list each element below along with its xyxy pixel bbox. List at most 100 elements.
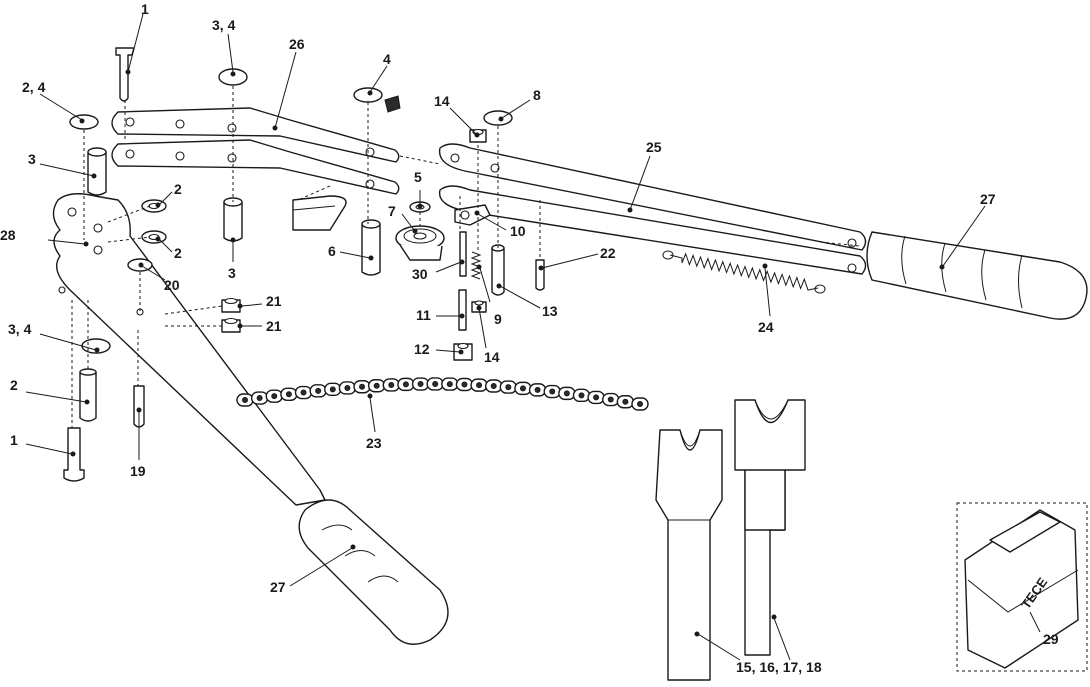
callout-13: 13 <box>542 303 558 319</box>
callout-1-top: 1 <box>141 1 149 17</box>
washer-2-b <box>141 230 167 244</box>
chain-roller <box>461 381 468 388</box>
spacer-21-bottom <box>221 317 241 333</box>
pin-19 <box>133 385 145 428</box>
grip-right-27 <box>866 231 1088 320</box>
callout-2-b: 2 <box>174 245 182 261</box>
set-screw <box>384 95 401 113</box>
callouts: 1 3, 4 26 4 2, 4 3 2 2 28 3 20 21 21 3, … <box>0 1 1059 675</box>
spring-coil <box>669 252 819 291</box>
pin-13 <box>491 244 505 296</box>
pin-1-top <box>115 47 135 102</box>
callout-29: 29 <box>1043 631 1059 647</box>
chain-roller <box>344 384 351 391</box>
callout-5: 5 <box>414 169 422 185</box>
washer-8 <box>483 110 513 126</box>
lower-handle-28 <box>52 193 326 506</box>
callout-30: 30 <box>412 266 428 282</box>
chain-roller <box>622 398 629 405</box>
callout-15-18: 15, 16, 17, 18 <box>736 659 822 675</box>
insert-right-15-18 <box>734 399 806 656</box>
spring-hook <box>814 284 826 294</box>
upper-handle-25 <box>438 143 867 275</box>
callout-22: 22 <box>600 245 616 261</box>
callout-9: 9 <box>494 311 502 327</box>
chain-roller <box>242 397 248 403</box>
pin-30 <box>459 231 467 277</box>
callout-24: 24 <box>758 319 774 335</box>
pawl-10 <box>454 204 491 226</box>
callout-14-top: 14 <box>434 93 450 109</box>
spacer-21-top <box>221 297 241 313</box>
chain-roller <box>490 382 497 389</box>
roller-chain-23 <box>236 377 649 411</box>
chain-roller <box>446 381 453 388</box>
chain-roller <box>315 387 322 394</box>
callout-21-top: 21 <box>266 293 282 309</box>
upper-plate-26 <box>111 107 400 195</box>
insert-left-15-18 <box>655 429 723 681</box>
callout-28: 28 <box>0 227 16 243</box>
callout-10: 10 <box>510 223 526 239</box>
chain-roller <box>578 392 585 399</box>
chain-roller <box>402 381 409 388</box>
chain-roller <box>637 401 643 407</box>
chain-roller <box>432 380 439 387</box>
chain-roller <box>563 390 570 397</box>
chain-roller <box>593 394 600 401</box>
callout-14-bottom: 14 <box>484 349 500 365</box>
chain-roller <box>607 396 614 403</box>
grip-lower-27 <box>298 499 449 645</box>
chain-roller <box>519 385 526 392</box>
pin-22 <box>535 259 545 291</box>
chain-roller <box>271 393 278 400</box>
chain-roller <box>256 395 263 402</box>
bushing-3-left <box>87 147 107 196</box>
callout-2-4: 2, 4 <box>22 79 46 95</box>
pin-11 <box>458 289 467 331</box>
spring-hook <box>662 250 674 260</box>
ratchet-gear-7 <box>395 225 445 261</box>
callout-2-a: 2 <box>174 181 182 197</box>
chain-roller <box>300 389 307 396</box>
chain-roller <box>417 381 424 388</box>
chain-roller <box>505 384 512 391</box>
chain-roller <box>285 391 292 398</box>
nut-14-bottom <box>471 300 487 313</box>
callout-11: 11 <box>416 307 431 323</box>
tension-spring-24 <box>662 250 826 294</box>
bushing-6 <box>361 219 381 276</box>
callout-2-lower: 2 <box>10 377 18 393</box>
bushing-2-lower <box>79 368 97 422</box>
callout-1-bottom: 1 <box>10 432 18 448</box>
chain-roller <box>359 383 366 390</box>
washer-2-a <box>141 199 167 213</box>
callout-4: 4 <box>383 51 391 67</box>
leader-lines <box>25 13 1041 661</box>
callout-3-4-lower: 3, 4 <box>8 321 32 337</box>
callout-21-bottom: 21 <box>266 318 282 334</box>
carry-case-29: TECE <box>956 502 1088 672</box>
callout-3-left: 3 <box>28 151 36 167</box>
callout-19: 19 <box>130 463 146 479</box>
chain-roller <box>388 381 395 388</box>
assembly-lines <box>71 86 861 428</box>
callout-27-lower: 27 <box>270 579 286 595</box>
chain-roller <box>476 382 483 389</box>
callout-7: 7 <box>388 203 396 219</box>
callout-27-right: 27 <box>980 191 996 207</box>
washer-4 <box>353 87 383 103</box>
bushing-3-center <box>223 197 243 242</box>
callout-3-4-top: 3, 4 <box>212 17 236 33</box>
chain-roller <box>329 386 336 393</box>
callout-6: 6 <box>328 243 336 259</box>
callout-8: 8 <box>533 87 541 103</box>
chain-roller <box>549 388 556 395</box>
callout-20: 20 <box>164 277 180 293</box>
callout-26: 26 <box>289 36 305 52</box>
spring-9 <box>470 251 482 280</box>
jaw-insert <box>292 195 347 231</box>
callout-12: 12 <box>414 341 430 357</box>
chain-roller <box>373 382 380 389</box>
